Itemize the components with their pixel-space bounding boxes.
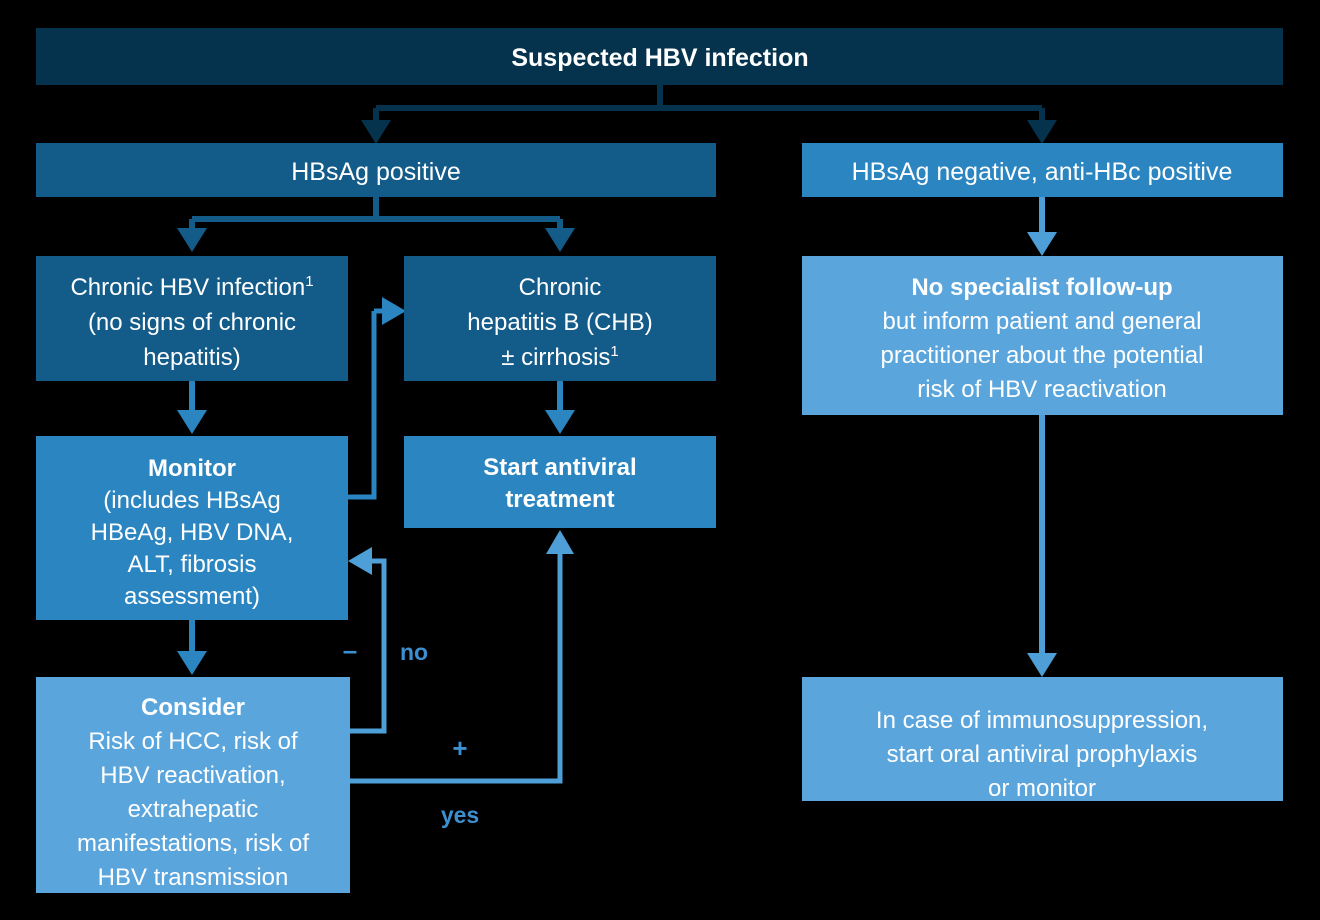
node-no-specialist-heading: No specialist follow-up [911, 274, 1172, 301]
node-hbsag-negative[interactable]: HBsAg negative, anti-HBc positive [802, 143, 1283, 197]
arrowhead-to-chronic-hbv-infection [177, 228, 207, 252]
node-monitor-heading: Monitor [148, 455, 236, 482]
connector-monitor-to-chb [348, 308, 388, 500]
node-chronic-hbv-infection[interactable]: Chronic HBV infection1 (no signs of chro… [36, 256, 348, 381]
edge-label-plus-sign: + [452, 733, 467, 763]
node-consider-line-4: HBV transmission [98, 864, 289, 891]
node-no-specialist-line-0: but inform patient and general [883, 308, 1202, 335]
node-consider-rect [36, 677, 350, 893]
node-no-specialist-follow-up[interactable]: No specialist follow-up but inform patie… [802, 256, 1283, 415]
node-immunosuppression[interactable]: In case of immunosuppression, start oral… [802, 677, 1283, 802]
node-chronic-hepatitis-b-rect [404, 256, 716, 381]
node-monitor-line-2: ALT, fibrosis [128, 551, 257, 578]
node-monitor[interactable]: Monitor (includes HBsAg HBeAg, HBV DNA, … [36, 436, 348, 620]
arrowhead-into-start-antiviral-bottom [546, 530, 574, 554]
node-chronic-hbv-infection-line-0: Chronic HBV infection1 [70, 273, 313, 301]
node-chronic-hbv-infection-line-1: (no signs of chronic [88, 309, 296, 336]
node-start-antiviral-treatment[interactable]: Start antiviral treatment [404, 436, 716, 528]
node-consider-line-3: manifestations, risk of [77, 830, 309, 857]
node-chronic-hbv-infection-line-2: hepatitis) [143, 344, 240, 371]
node-monitor-rect [36, 436, 348, 620]
node-immunosuppression-line-0: In case of immunosuppression, [876, 707, 1208, 734]
arrowhead-to-no-specialist [1027, 232, 1057, 256]
node-consider-line-2: extrahepatic [128, 796, 259, 823]
node-root-rect [36, 28, 1283, 85]
arrowhead-to-consider [177, 651, 207, 675]
edge-label-minus-sign: – [343, 635, 357, 665]
node-chronic-hepatitis-b-line-0: Chronic [519, 274, 602, 301]
arrowhead-into-monitor-right [348, 547, 372, 575]
edge-label-yes: yes [441, 802, 479, 828]
node-consider[interactable]: Consider Risk of HCC, risk of HBV reacti… [36, 677, 350, 893]
node-no-specialist-line-1: practitioner about the potential [881, 342, 1204, 369]
connector-consider-no-loop [350, 558, 387, 734]
node-hbsag-positive-label: HBsAg positive [291, 158, 461, 186]
node-consider-line-0: Risk of HCC, risk of [88, 728, 298, 755]
connectors [177, 84, 1057, 784]
node-root-label: Suspected HBV infection [511, 44, 808, 72]
edge-label-no: no [400, 639, 428, 665]
node-no-specialist-line-2: risk of HBV reactivation [917, 376, 1166, 403]
arrowhead-to-hbsag-negative [1027, 120, 1057, 144]
node-start-antiviral-line-0: Start antiviral [483, 454, 636, 481]
node-start-antiviral-line-1: treatment [505, 486, 614, 513]
connector-root-split [373, 84, 1045, 126]
node-chronic-hbv-infection-rect [36, 256, 348, 381]
node-monitor-line-1: HBeAg, HBV DNA, [91, 519, 294, 546]
node-chronic-hepatitis-b-line-2: ± cirrhosis1 [501, 343, 619, 371]
node-monitor-line-3: assessment) [124, 583, 260, 610]
node-suspected-hbv-infection[interactable]: Suspected HBV infection [36, 28, 1283, 85]
node-monitor-line-0: (includes HBsAg [103, 487, 280, 514]
arrowhead-to-chronic-hepatitis-b [545, 228, 575, 252]
node-hbsag-positive[interactable]: HBsAg positive [36, 143, 716, 197]
arrowhead-to-monitor [177, 410, 207, 434]
node-immunosuppression-rect [802, 677, 1283, 801]
arrowhead-to-immunosuppression [1027, 653, 1057, 677]
arrowhead-to-start-antiviral [545, 410, 575, 434]
node-hbsag-negative-label: HBsAg negative, anti-HBc positive [852, 158, 1233, 186]
connector-consider-yes-loop [350, 552, 563, 784]
node-no-specialist-rect [802, 256, 1283, 415]
node-immunosuppression-line-1: start oral antiviral prophylaxis [887, 741, 1198, 768]
arrowhead-to-hbsag-positive [361, 120, 391, 144]
node-consider-heading: Consider [141, 694, 245, 721]
node-chronic-hepatitis-b[interactable]: Chronic hepatitis B (CHB) ± cirrhosis1 [404, 256, 716, 381]
node-hbsag-positive-rect [36, 143, 716, 197]
arrowhead-into-chb-left [382, 297, 406, 325]
node-start-antiviral-rect [404, 436, 716, 528]
node-consider-line-1: HBV reactivation, [100, 762, 285, 789]
node-chronic-hepatitis-b-line-1: hepatitis B (CHB) [467, 309, 652, 336]
node-hbsag-negative-rect [802, 143, 1283, 197]
connector-hbsag-positive-split [189, 196, 563, 234]
node-immunosuppression-line-2: or monitor [988, 775, 1096, 802]
